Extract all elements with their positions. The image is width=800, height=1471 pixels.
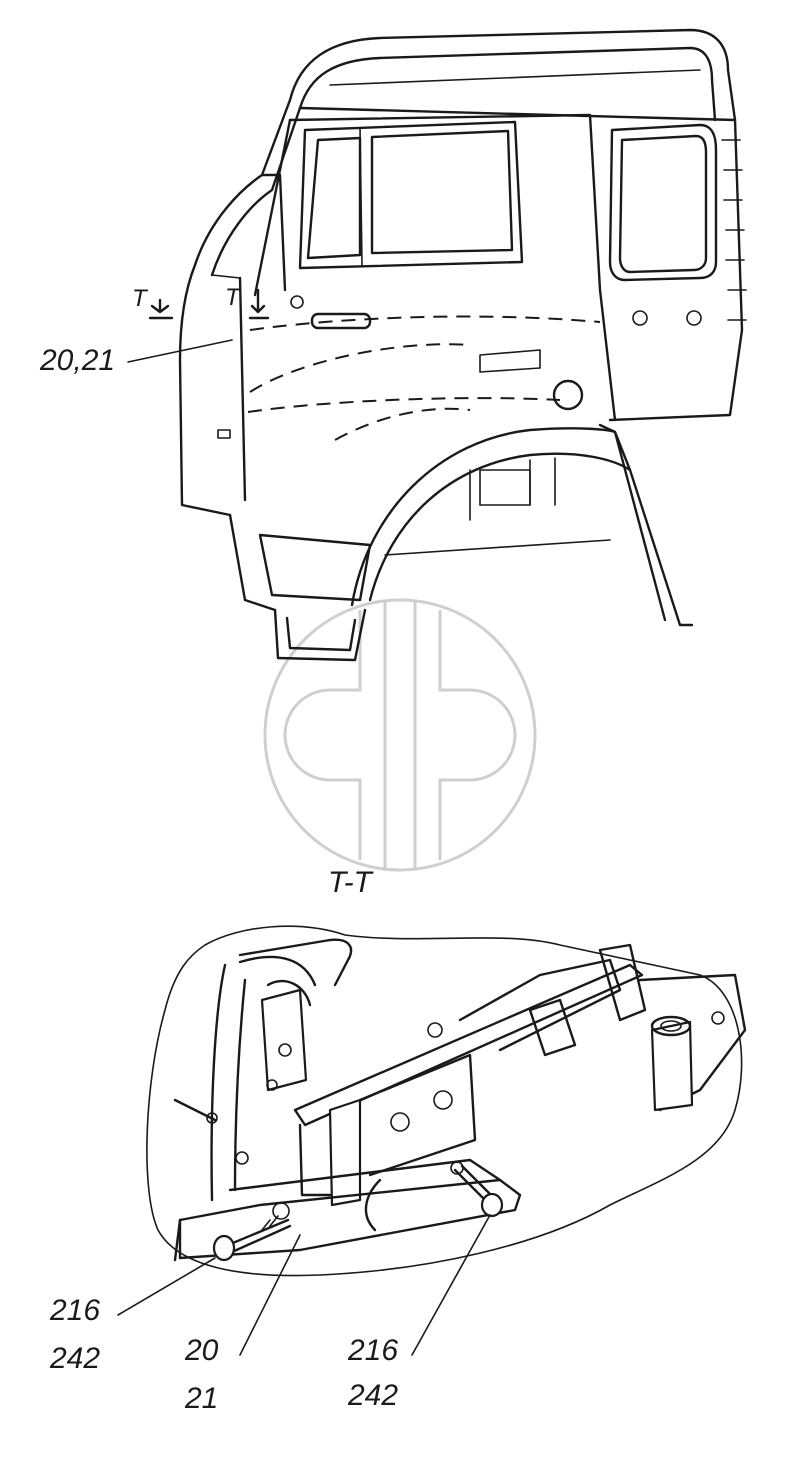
leader-line-center — [239, 1234, 301, 1356]
leader-line-20-21 — [127, 339, 233, 363]
callout-right-216: 216 — [347, 1334, 398, 1367]
callout-center-20: 20 — [184, 1334, 219, 1367]
company-logo-watermark — [263, 598, 537, 872]
callout-left-242: 242 — [49, 1342, 100, 1375]
leader-line-right — [411, 1214, 491, 1356]
section-mark-right: T — [225, 284, 242, 311]
leader-line-left — [117, 1257, 216, 1316]
callout-20-21: 20,21 — [39, 344, 115, 377]
cab-side-view — [148, 28, 747, 662]
callout-center-21: 21 — [184, 1382, 218, 1415]
callout-right-242: 242 — [347, 1379, 398, 1412]
section-view-assembly — [146, 925, 747, 1277]
section-mark-left: T — [132, 285, 149, 312]
callout-left-216: 216 — [49, 1294, 100, 1327]
section-title: T-T — [328, 866, 375, 899]
